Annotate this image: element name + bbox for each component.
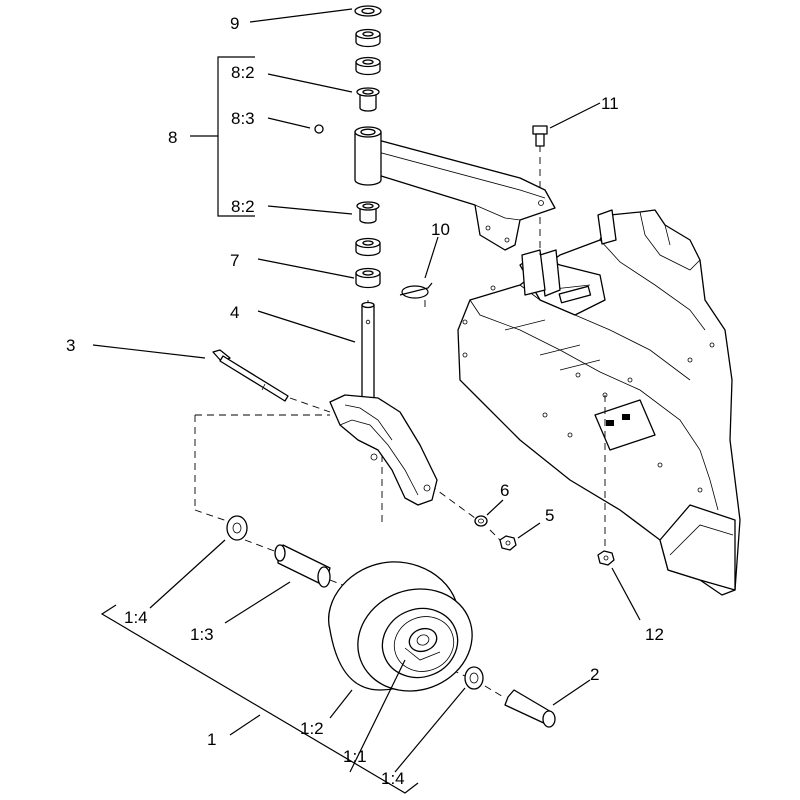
hardware-washer-nuts <box>474 515 615 566</box>
callout-8: 8 <box>168 128 177 147</box>
callout-2: 2 <box>590 665 599 684</box>
callout-1-4-right: 1:4 <box>381 769 405 788</box>
mower-deck <box>457 209 741 596</box>
callout-6: 6 <box>500 481 509 500</box>
callout-9: 9 <box>230 14 239 33</box>
callout-1-4-left: 1:4 <box>124 608 148 627</box>
carriage-bolt <box>532 125 548 147</box>
callout-1-1: 1:1 <box>343 747 367 766</box>
hairpin-clip <box>399 282 433 299</box>
caster-wheel <box>328 561 473 692</box>
spacer-stack <box>354 5 382 289</box>
caster-arm-assembly <box>314 124 556 251</box>
callout-1-2: 1:2 <box>300 719 324 738</box>
callout-12: 12 <box>645 625 664 644</box>
callout-5: 5 <box>545 506 554 525</box>
caster-fork <box>329 301 438 506</box>
callout-1-3: 1:3 <box>190 625 214 644</box>
callout-8-2-bottom: 8:2 <box>231 197 255 216</box>
callout-8-2-top: 8:2 <box>231 63 255 82</box>
callout-11: 11 <box>601 94 619 113</box>
callout-7: 7 <box>230 251 239 270</box>
callout-3: 3 <box>66 336 75 355</box>
leader-lines <box>92 8 641 794</box>
axle-bolt <box>212 349 289 402</box>
callout-8-3: 8:3 <box>231 109 255 128</box>
callout-10: 10 <box>431 220 450 239</box>
callout-4: 4 <box>230 303 239 322</box>
callout-1: 1 <box>207 730 216 749</box>
wheel-hardware <box>226 515 556 728</box>
callout-labels: 9 8 8:2 8:3 8:2 11 10 7 4 3 6 5 12 2 1:4… <box>66 14 664 788</box>
